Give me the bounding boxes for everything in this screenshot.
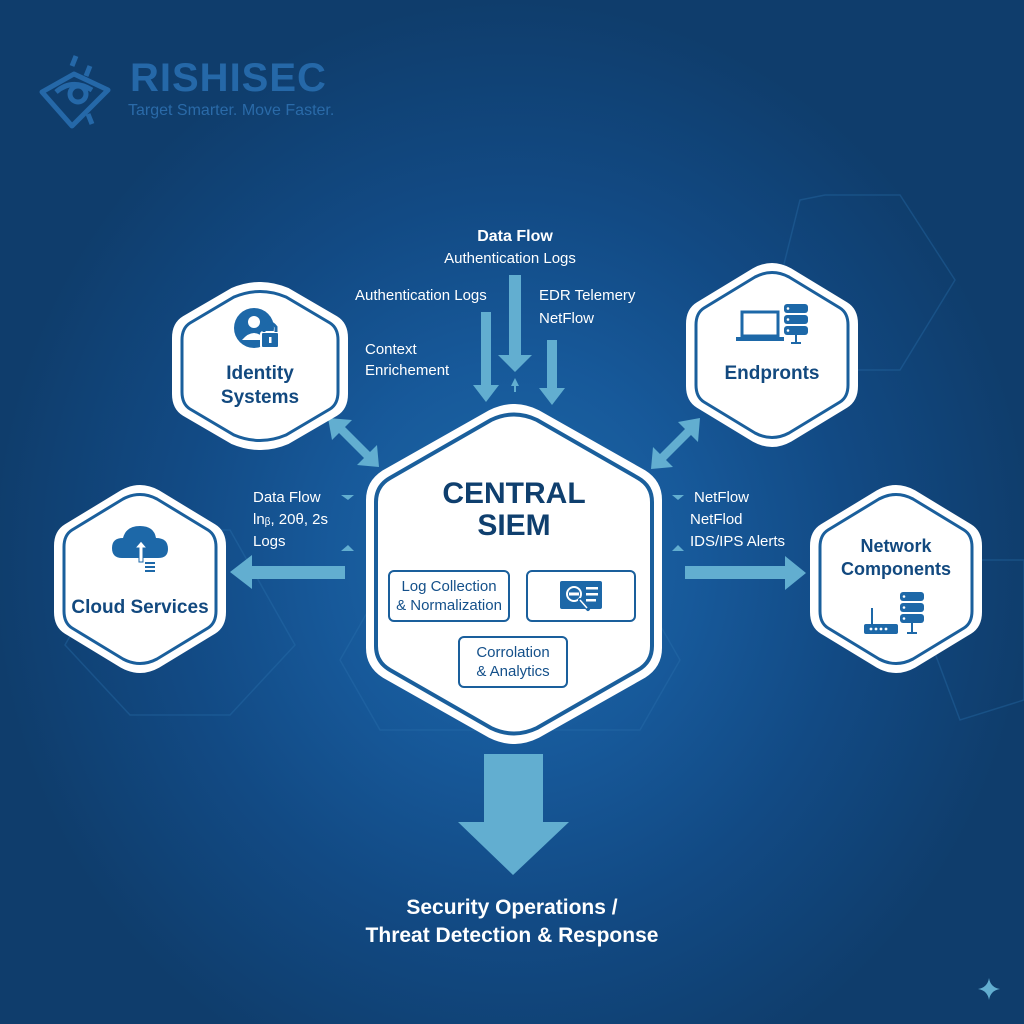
arrow-small-up [511, 378, 519, 392]
bg-hex-outline [898, 559, 1024, 721]
flow-label-data-flow-top: Data Flow [477, 228, 553, 245]
module-correlation-line2: & Analytics [476, 663, 550, 680]
node-label-cloud: Cloud Services [71, 597, 209, 618]
user-lock-icon [234, 308, 280, 349]
flow-label-auth-logs-top: Authentication Logs [444, 250, 576, 267]
arrow-down-top-left [473, 312, 499, 402]
brand-name: RISHISEC [130, 56, 327, 100]
node-label-identity-line2: Systems [220, 387, 300, 408]
flow-label-data-flow-left: Data Flow [253, 489, 321, 506]
module-correlation-line1: Corrolation [476, 644, 550, 661]
flow-label-context: Context [365, 341, 417, 358]
arrow-tick [672, 495, 684, 500]
node-network-components[interactable]: Network Components [808, 484, 984, 674]
flow-label-garbled-left: lnᵦ, 20θ, 2s [253, 511, 328, 528]
arrow-right-to-network [685, 556, 806, 590]
flow-label-netflow-top: NetFlow [539, 310, 595, 327]
arrow-down-output [458, 754, 569, 875]
node-endpoints[interactable]: Endpronts [684, 262, 860, 448]
central-siem[interactable]: CENTRAL SIEM Log Collection & Normalizat… [364, 404, 664, 744]
output-label-line1: Security Operations / [406, 896, 618, 919]
router-server-icon [864, 592, 924, 634]
arrow-left-to-cloud [230, 555, 345, 589]
eye-target-icon [39, 55, 111, 129]
brand-logo: RISHISEC Target Smarter. Move Faster. [38, 52, 358, 132]
module-log-collection-line2: & Normalization [396, 597, 502, 614]
node-label-network-line2: Components [841, 559, 951, 579]
siem-title-line2: SIEM [477, 509, 551, 542]
flow-label-auth-logs-left: Authentication Logs [355, 287, 487, 304]
arrow-bidirectional-identity [328, 418, 379, 467]
flow-label-edr-telemetry: EDR Telemery [539, 287, 636, 304]
node-label-identity-line1: Identity [226, 363, 294, 384]
flow-label-logs-left: Logs [253, 533, 286, 550]
arrow-down-top-right [539, 340, 565, 405]
module-log-collection-line1: Log Collection [401, 578, 497, 595]
hexagon-shape [366, 404, 662, 744]
node-label-endpoints: Endpronts [724, 363, 820, 384]
search-document-icon [560, 581, 602, 611]
hexagon-shape [54, 485, 226, 673]
flow-label-enrichment: Enrichement [365, 362, 450, 379]
module-log-collection[interactable]: Log Collection & Normalization [388, 570, 510, 622]
arrow-tick [672, 545, 684, 551]
node-identity-systems[interactable]: Identity Systems [170, 282, 350, 450]
flow-label-netflow-right: NetFlow [694, 489, 750, 506]
cloud-upload-icon [112, 526, 168, 572]
hexagon-shape [686, 263, 858, 447]
arrow-bidirectional-endpoints [651, 418, 700, 469]
flow-label-netflod-right: NetFlod [690, 511, 743, 528]
arrow-down-top-center [498, 275, 532, 372]
output-label-line2: Threat Detection & Response [365, 924, 659, 947]
hexagon-shape [810, 485, 982, 673]
flow-label-ids-ips: IDS/IPS Alerts [690, 533, 786, 550]
hexagon-shape [172, 282, 348, 450]
sparkle-icon [978, 978, 1000, 1000]
arrow-tick [341, 545, 354, 551]
node-label-network-line1: Network [860, 536, 932, 556]
arrow-tick [341, 495, 354, 500]
output-label: Security Operations / Threat Detection &… [312, 894, 712, 950]
siem-title-line1: CENTRAL [442, 477, 586, 510]
laptop-server-icon [736, 304, 808, 344]
node-cloud-services[interactable]: Cloud Services [52, 484, 228, 674]
module-correlation[interactable]: Corrolation & Analytics [458, 636, 568, 688]
brand-tagline: Target Smarter. Move Faster. [128, 102, 335, 119]
module-search[interactable] [526, 570, 636, 622]
